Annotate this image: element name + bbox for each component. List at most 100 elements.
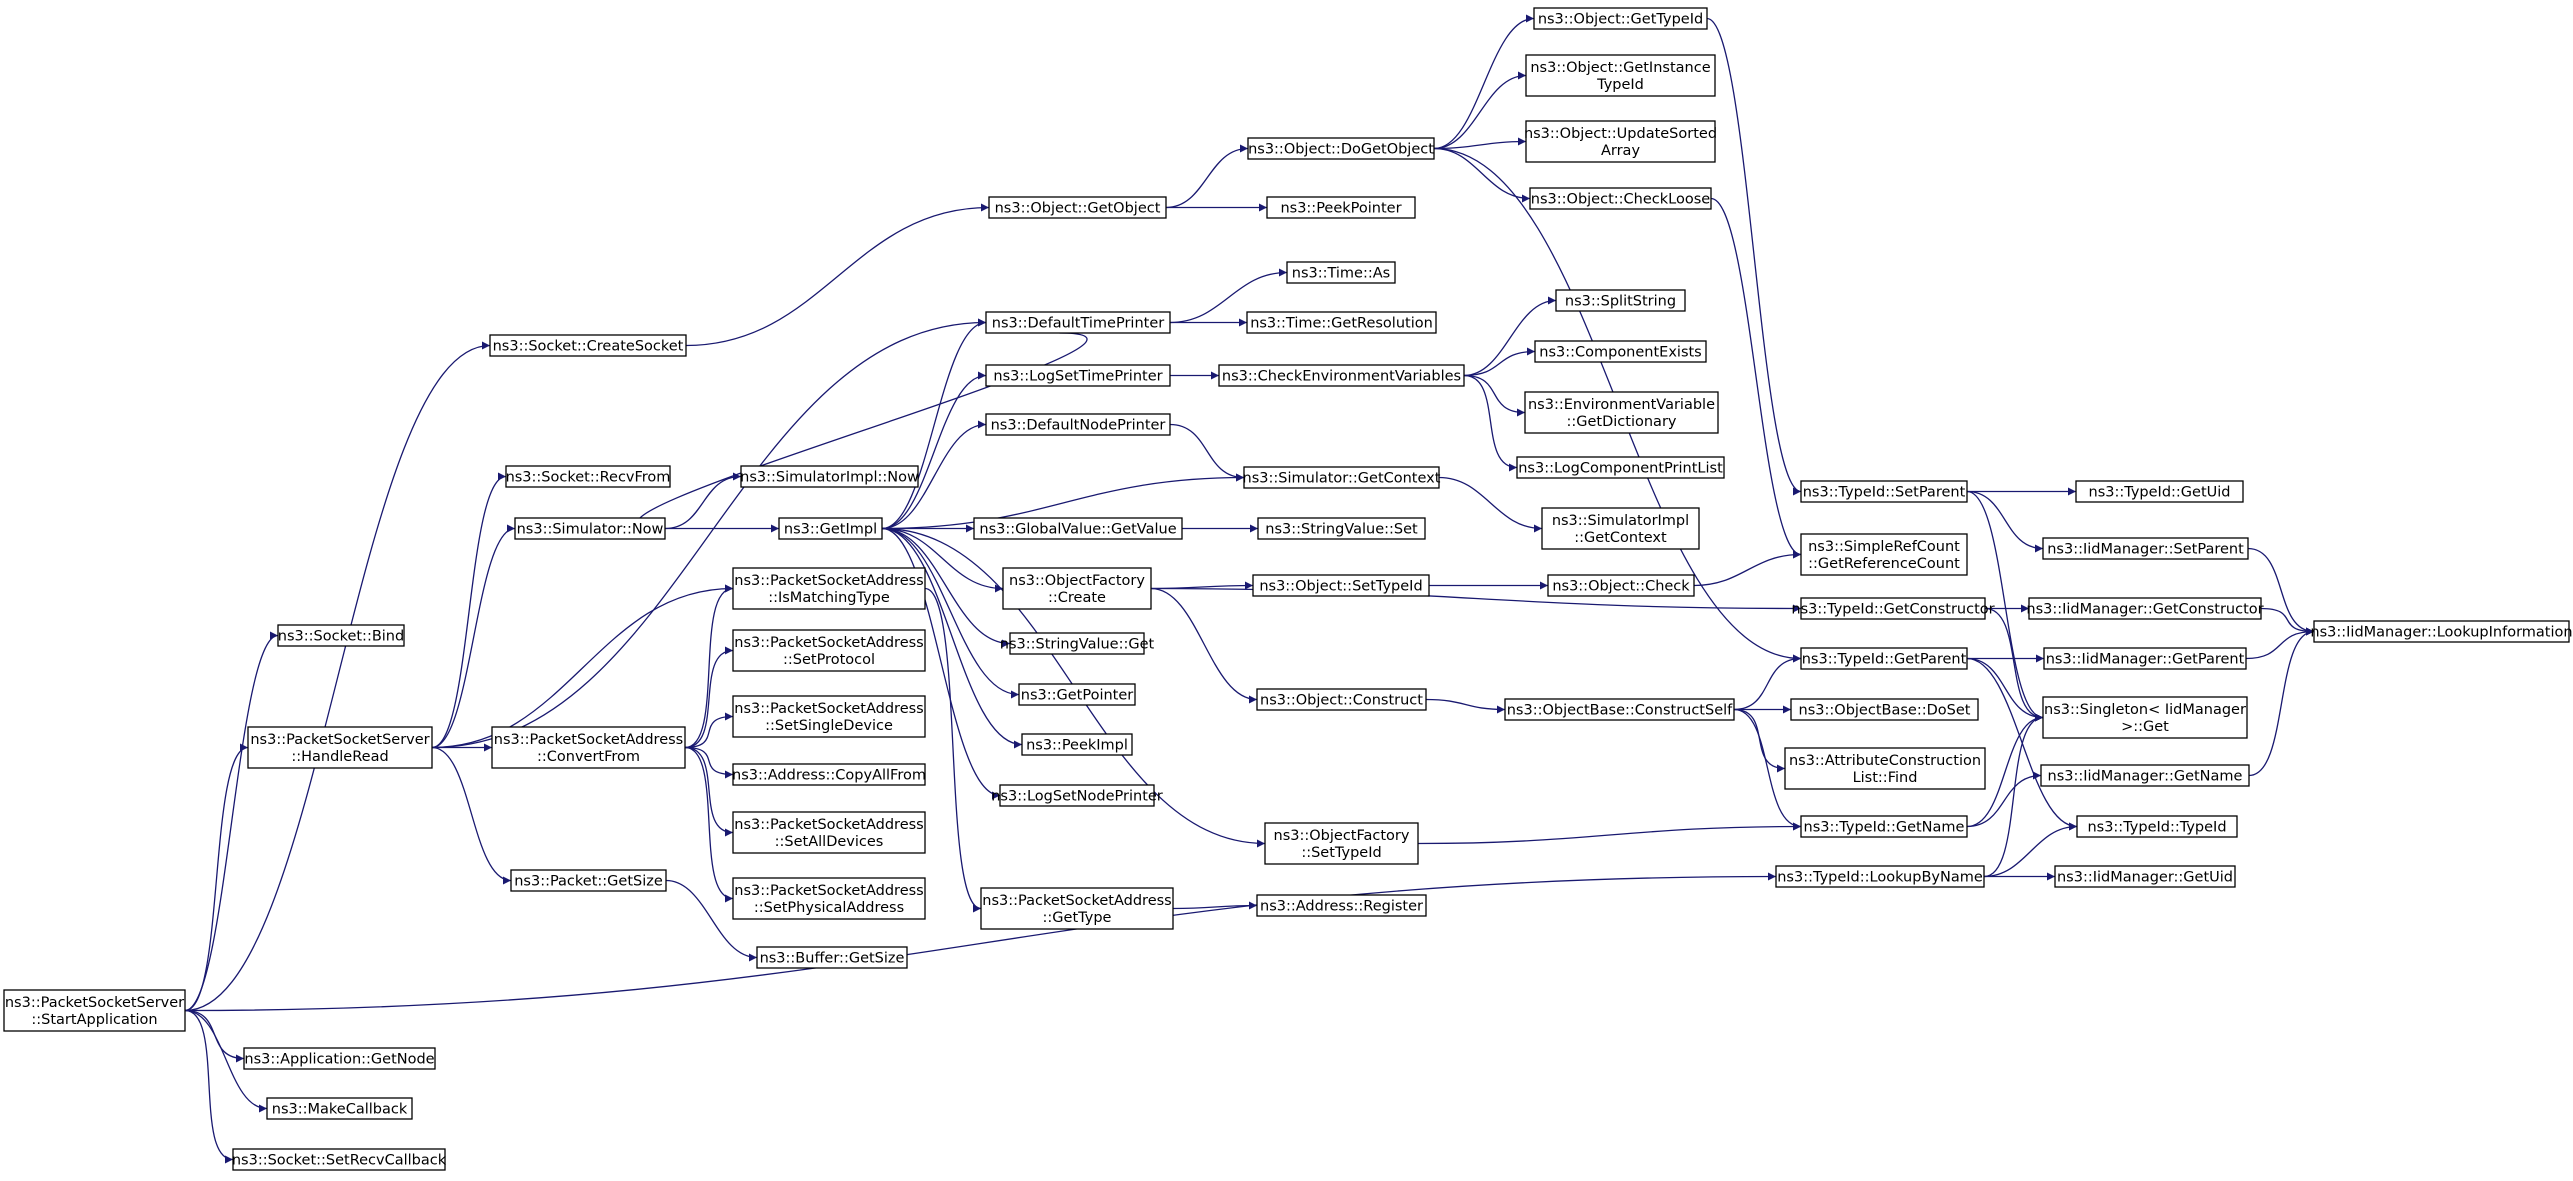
node-iidm-getconstructor[interactable]: ns3::IidManager::GetConstructor xyxy=(2026,597,2264,620)
node-ob-doset[interactable]: ns3::ObjectBase::DoSet xyxy=(1790,698,1979,721)
node-obj-dogetobject[interactable]: ns3::Object::DoGetObject xyxy=(1247,137,1435,160)
node-strval-get[interactable]: ns3::StringValue::Get xyxy=(1000,632,1155,655)
node-tid-typeid[interactable]: ns3::TypeId::TypeId xyxy=(2076,815,2238,838)
node-obj-checkloose[interactable]: ns3::Object::CheckLoose xyxy=(1529,187,1712,210)
node-getimpl[interactable]: ns3::GetImpl xyxy=(778,517,883,540)
edge-getimpl-to-peekimpl xyxy=(881,527,1023,749)
node-iidm-lookupinfo[interactable]: ns3::IidManager::LookupInformation xyxy=(2310,620,2573,643)
node-label: ns3::StringValue::Get xyxy=(1000,637,1155,653)
node-box xyxy=(2075,480,2244,503)
node-envvar-getdict[interactable]: ns3::EnvironmentVariable::GetDictionary xyxy=(1524,391,1719,434)
node-simimpl-getcontext[interactable]: ns3::SimulatorImpl::GetContext xyxy=(1541,507,1700,550)
node-addr-copyallfrom[interactable]: ns3::Address::CopyAllFrom xyxy=(732,763,926,786)
node-obj-getobject[interactable]: ns3::Object::GetObject xyxy=(988,196,1167,219)
node-packet-getsize[interactable]: ns3::Packet::GetSize xyxy=(510,869,667,892)
edge-obj-dogetobject-to-obj-gettypeid xyxy=(1433,14,1535,150)
node-defaulttimeprinter[interactable]: ns3::DefaultTimePrinter xyxy=(985,311,1171,334)
node-peekimpl[interactable]: ns3::PeekImpl xyxy=(1021,733,1133,756)
node-logcompprintlist[interactable]: ns3::LogComponentPrintList xyxy=(1516,456,1725,479)
node-label: ns3::Object::GetInstance xyxy=(1530,60,1710,76)
node-checkenv[interactable]: ns3::CheckEnvironmentVariables xyxy=(1218,364,1465,387)
node-srcount-getref[interactable]: ns3::SimpleRefCount::GetReferenceCount xyxy=(1800,533,1968,576)
node-iidm-getname[interactable]: ns3::IidManager::GetName xyxy=(2040,764,2250,787)
node-iidm-getparent[interactable]: ns3::IidManager::GetParent xyxy=(2043,647,2247,670)
node-psa-ismatching[interactable]: ns3::PacketSocketAddress::IsMatchingType xyxy=(732,567,926,610)
node-time-as[interactable]: ns3::Time::As xyxy=(1286,261,1396,284)
node-obj-gettypeid[interactable]: ns3::Object::GetTypeId xyxy=(1533,7,1708,30)
edge-obj-checkloose-to-srcount-getref xyxy=(1710,197,1802,559)
node-recvfrom[interactable]: ns3::Socket::RecvFrom xyxy=(505,465,671,488)
node-socket-bind[interactable]: ns3::Socket::Bind xyxy=(277,624,405,647)
node-label: >::Get xyxy=(2121,719,2169,735)
node-simimpl-now[interactable]: ns3::SimulatorImpl::Now xyxy=(740,465,919,488)
node-box xyxy=(1266,196,1416,219)
node-label: ns3::Socket::Bind xyxy=(278,629,404,645)
node-setrecvcallback[interactable]: ns3::Socket::SetRecvCallback xyxy=(232,1148,447,1171)
node-label: ns3::AttributeConstruction xyxy=(1789,753,1981,769)
edge-of-create-to-obj-construct xyxy=(1150,587,1258,704)
edge-handleread-to-defaulttimeprinter xyxy=(431,318,987,749)
node-strval-set[interactable]: ns3::StringValue::Set xyxy=(1257,517,1426,540)
node-box xyxy=(1525,120,1716,163)
node-box xyxy=(732,567,926,610)
node-label: ns3::SimulatorImpl::Now xyxy=(740,470,919,486)
node-box xyxy=(1516,456,1725,479)
node-psa-gettype[interactable]: ns3::PacketSocketAddress::GetType xyxy=(980,887,1174,930)
node-box xyxy=(1525,54,1716,97)
node-logsettimeprinter[interactable]: ns3::LogSetTimePrinter xyxy=(985,364,1171,387)
node-getpointer[interactable]: ns3::GetPointer xyxy=(1018,683,1136,706)
node-box xyxy=(1534,340,1707,363)
node-iidm-getuid[interactable]: ns3::IidManager::GetUid xyxy=(2054,865,2236,888)
node-of-settypeid[interactable]: ns3::ObjectFactory::SetTypeId xyxy=(1264,822,1419,865)
node-obj-settypeid[interactable]: ns3::Object::SetTypeId xyxy=(1252,574,1430,597)
node-label: TypeId xyxy=(1596,77,1644,93)
node-componentexists[interactable]: ns3::ComponentExists xyxy=(1534,340,1707,363)
node-handleread[interactable]: ns3::PacketSocketServer::HandleRead xyxy=(247,726,433,769)
node-psa-setall[interactable]: ns3::PacketSocketAddress::SetAllDevices xyxy=(732,811,926,854)
node-psa-setsingle[interactable]: ns3::PacketSocketAddress::SetSingleDevic… xyxy=(732,695,926,738)
node-label: ns3::PacketSocketServer xyxy=(5,995,184,1011)
edge-psa-convertfrom-to-psa-setphys xyxy=(684,746,734,903)
edge-defaultnodeprinter-to-sim-getcontext xyxy=(1169,423,1245,482)
edge-iidm-getconstructor-to-iidm-lookupinfo xyxy=(2260,607,2315,636)
edge-of-create-to-tid-getconstructor xyxy=(1150,587,1802,613)
node-sim-getcontext[interactable]: ns3::Simulator::GetContext xyxy=(1243,466,1441,489)
node-makecallback[interactable]: ns3::MakeCallback xyxy=(266,1097,413,1120)
node-psa-setphys[interactable]: ns3::PacketSocketAddress::SetPhysicalAdd… xyxy=(732,877,926,920)
node-tid-getparent[interactable]: ns3::TypeId::GetParent xyxy=(1800,647,1968,670)
node-createsocket[interactable]: ns3::Socket::CreateSocket xyxy=(489,334,687,357)
node-tid-lookupbyname[interactable]: ns3::TypeId::LookupByName xyxy=(1775,865,1985,888)
node-iidm-setparent[interactable]: ns3::IidManager::SetParent xyxy=(2042,537,2249,560)
node-peekpointer[interactable]: ns3::PeekPointer xyxy=(1266,196,1416,219)
node-singleton-get[interactable]: ns3::Singleton< IidManager >::Get xyxy=(2042,696,2248,739)
node-splitstring[interactable]: ns3::SplitString xyxy=(1555,289,1686,312)
node-of-create[interactable]: ns3::ObjectFactory::Create xyxy=(1002,567,1152,610)
node-addr-register[interactable]: ns3::Address::Register xyxy=(1256,894,1427,917)
node-label: ns3::IidManager::GetUid xyxy=(2057,870,2233,886)
node-label: ns3::Simulator::Now xyxy=(517,522,664,538)
node-obj-check[interactable]: ns3::Object::Check xyxy=(1547,574,1695,597)
edge-tid-getconstructor-to-singleton-get xyxy=(1984,607,2044,722)
node-label: ns3::StringValue::Set xyxy=(1265,522,1418,538)
node-box xyxy=(732,629,926,672)
node-sim-now[interactable]: ns3::Simulator::Now xyxy=(514,517,666,540)
node-app-getnode[interactable]: ns3::Application::GetNode xyxy=(243,1047,436,1070)
node-tid-getuid[interactable]: ns3::TypeId::GetUid xyxy=(2075,480,2244,503)
node-tid-getname[interactable]: ns3::TypeId::GetName xyxy=(1800,815,1968,838)
node-box xyxy=(1800,597,1986,620)
node-logsetnodeprinter[interactable]: ns3::LogSetNodePrinter xyxy=(991,784,1163,807)
node-psa-setprotocol[interactable]: ns3::PacketSocketAddress::SetProtocol xyxy=(732,629,926,672)
node-obj-construct[interactable]: ns3::Object::Construct xyxy=(1256,688,1427,711)
node-box xyxy=(1256,894,1427,917)
node-tid-setparent[interactable]: ns3::TypeId::SetParent xyxy=(1800,480,1968,503)
node-psa-convertfrom[interactable]: ns3::PacketSocketAddress::ConvertFrom xyxy=(491,726,686,769)
node-tid-getconstructor[interactable]: ns3::TypeId::GetConstructor xyxy=(1791,597,1995,620)
node-defaultnodeprinter[interactable]: ns3::DefaultNodePrinter xyxy=(985,413,1171,436)
node-gv-getvalue[interactable]: ns3::GlobalValue::GetValue xyxy=(973,517,1183,540)
node-time-getres[interactable]: ns3::Time::GetResolution xyxy=(1246,311,1437,334)
node-buffer-getsize[interactable]: ns3::Buffer::GetSize xyxy=(756,946,908,969)
node-ob-constructself[interactable]: ns3::ObjectBase::ConstructSelf xyxy=(1504,698,1735,721)
